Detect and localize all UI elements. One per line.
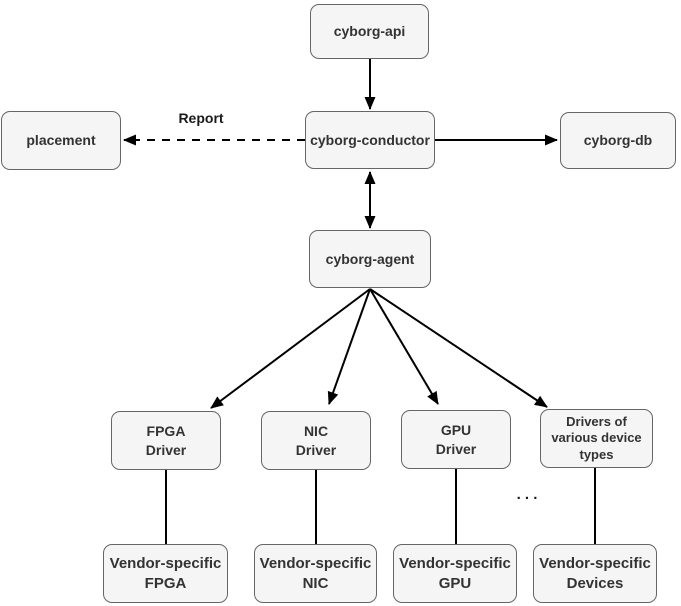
report-edge-label: Report: [178, 110, 224, 126]
node-cyborg-conductor: cyborg-conductor: [305, 111, 435, 169]
node-various-drivers: Drivers of various device types: [540, 409, 653, 468]
node-vendor-specific-fpga: Vendor-specific FPGA: [103, 544, 228, 603]
node-nic-driver: NIC Driver: [261, 411, 371, 470]
edge-agent-to-fpga-driver: [210, 288, 371, 409]
edge-agent-to-various-drivers: [369, 288, 548, 408]
node-gpu-driver: GPU Driver: [401, 410, 511, 469]
node-fpga-driver: FPGA Driver: [111, 411, 221, 470]
node-vendor-specific-nic: Vendor-specific NIC: [254, 544, 377, 603]
edge-agent-to-gpu-driver: [369, 288, 439, 405]
node-cyborg-api: cyborg-api: [310, 4, 429, 59]
node-cyborg-db: cyborg-db: [560, 112, 676, 169]
ellipsis-label: . . .: [516, 486, 538, 503]
node-cyborg-agent: cyborg-agent: [309, 230, 431, 288]
node-vendor-specific-gpu: Vendor-specific GPU: [393, 544, 517, 603]
node-placement: placement: [1, 111, 121, 170]
edge-agent-to-nic-driver: [327, 288, 371, 405]
node-vendor-specific-devices: Vendor-specific Devices: [533, 544, 657, 603]
